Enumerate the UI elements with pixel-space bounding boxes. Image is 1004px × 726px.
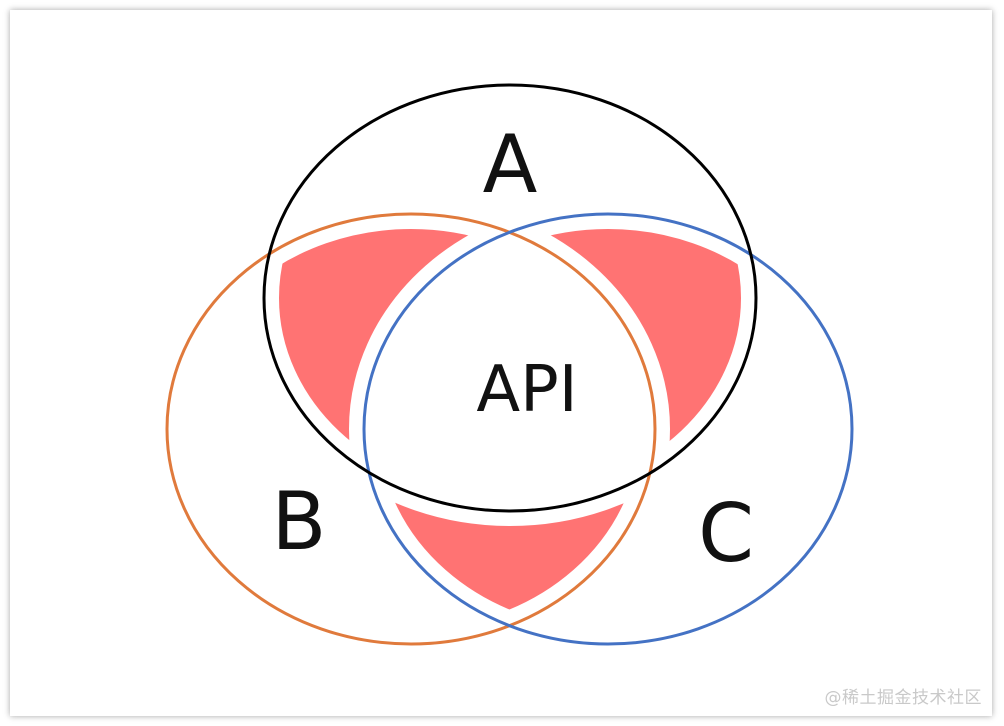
circle-c [362,212,854,646]
circle-a [262,83,758,513]
label-center-api: API [476,353,577,427]
label-b: B [272,475,327,568]
label-c: C [698,487,754,580]
watermark: @稀土掘金技术社区 [824,688,982,708]
circle-b [165,212,657,646]
label-a: A [483,118,538,211]
